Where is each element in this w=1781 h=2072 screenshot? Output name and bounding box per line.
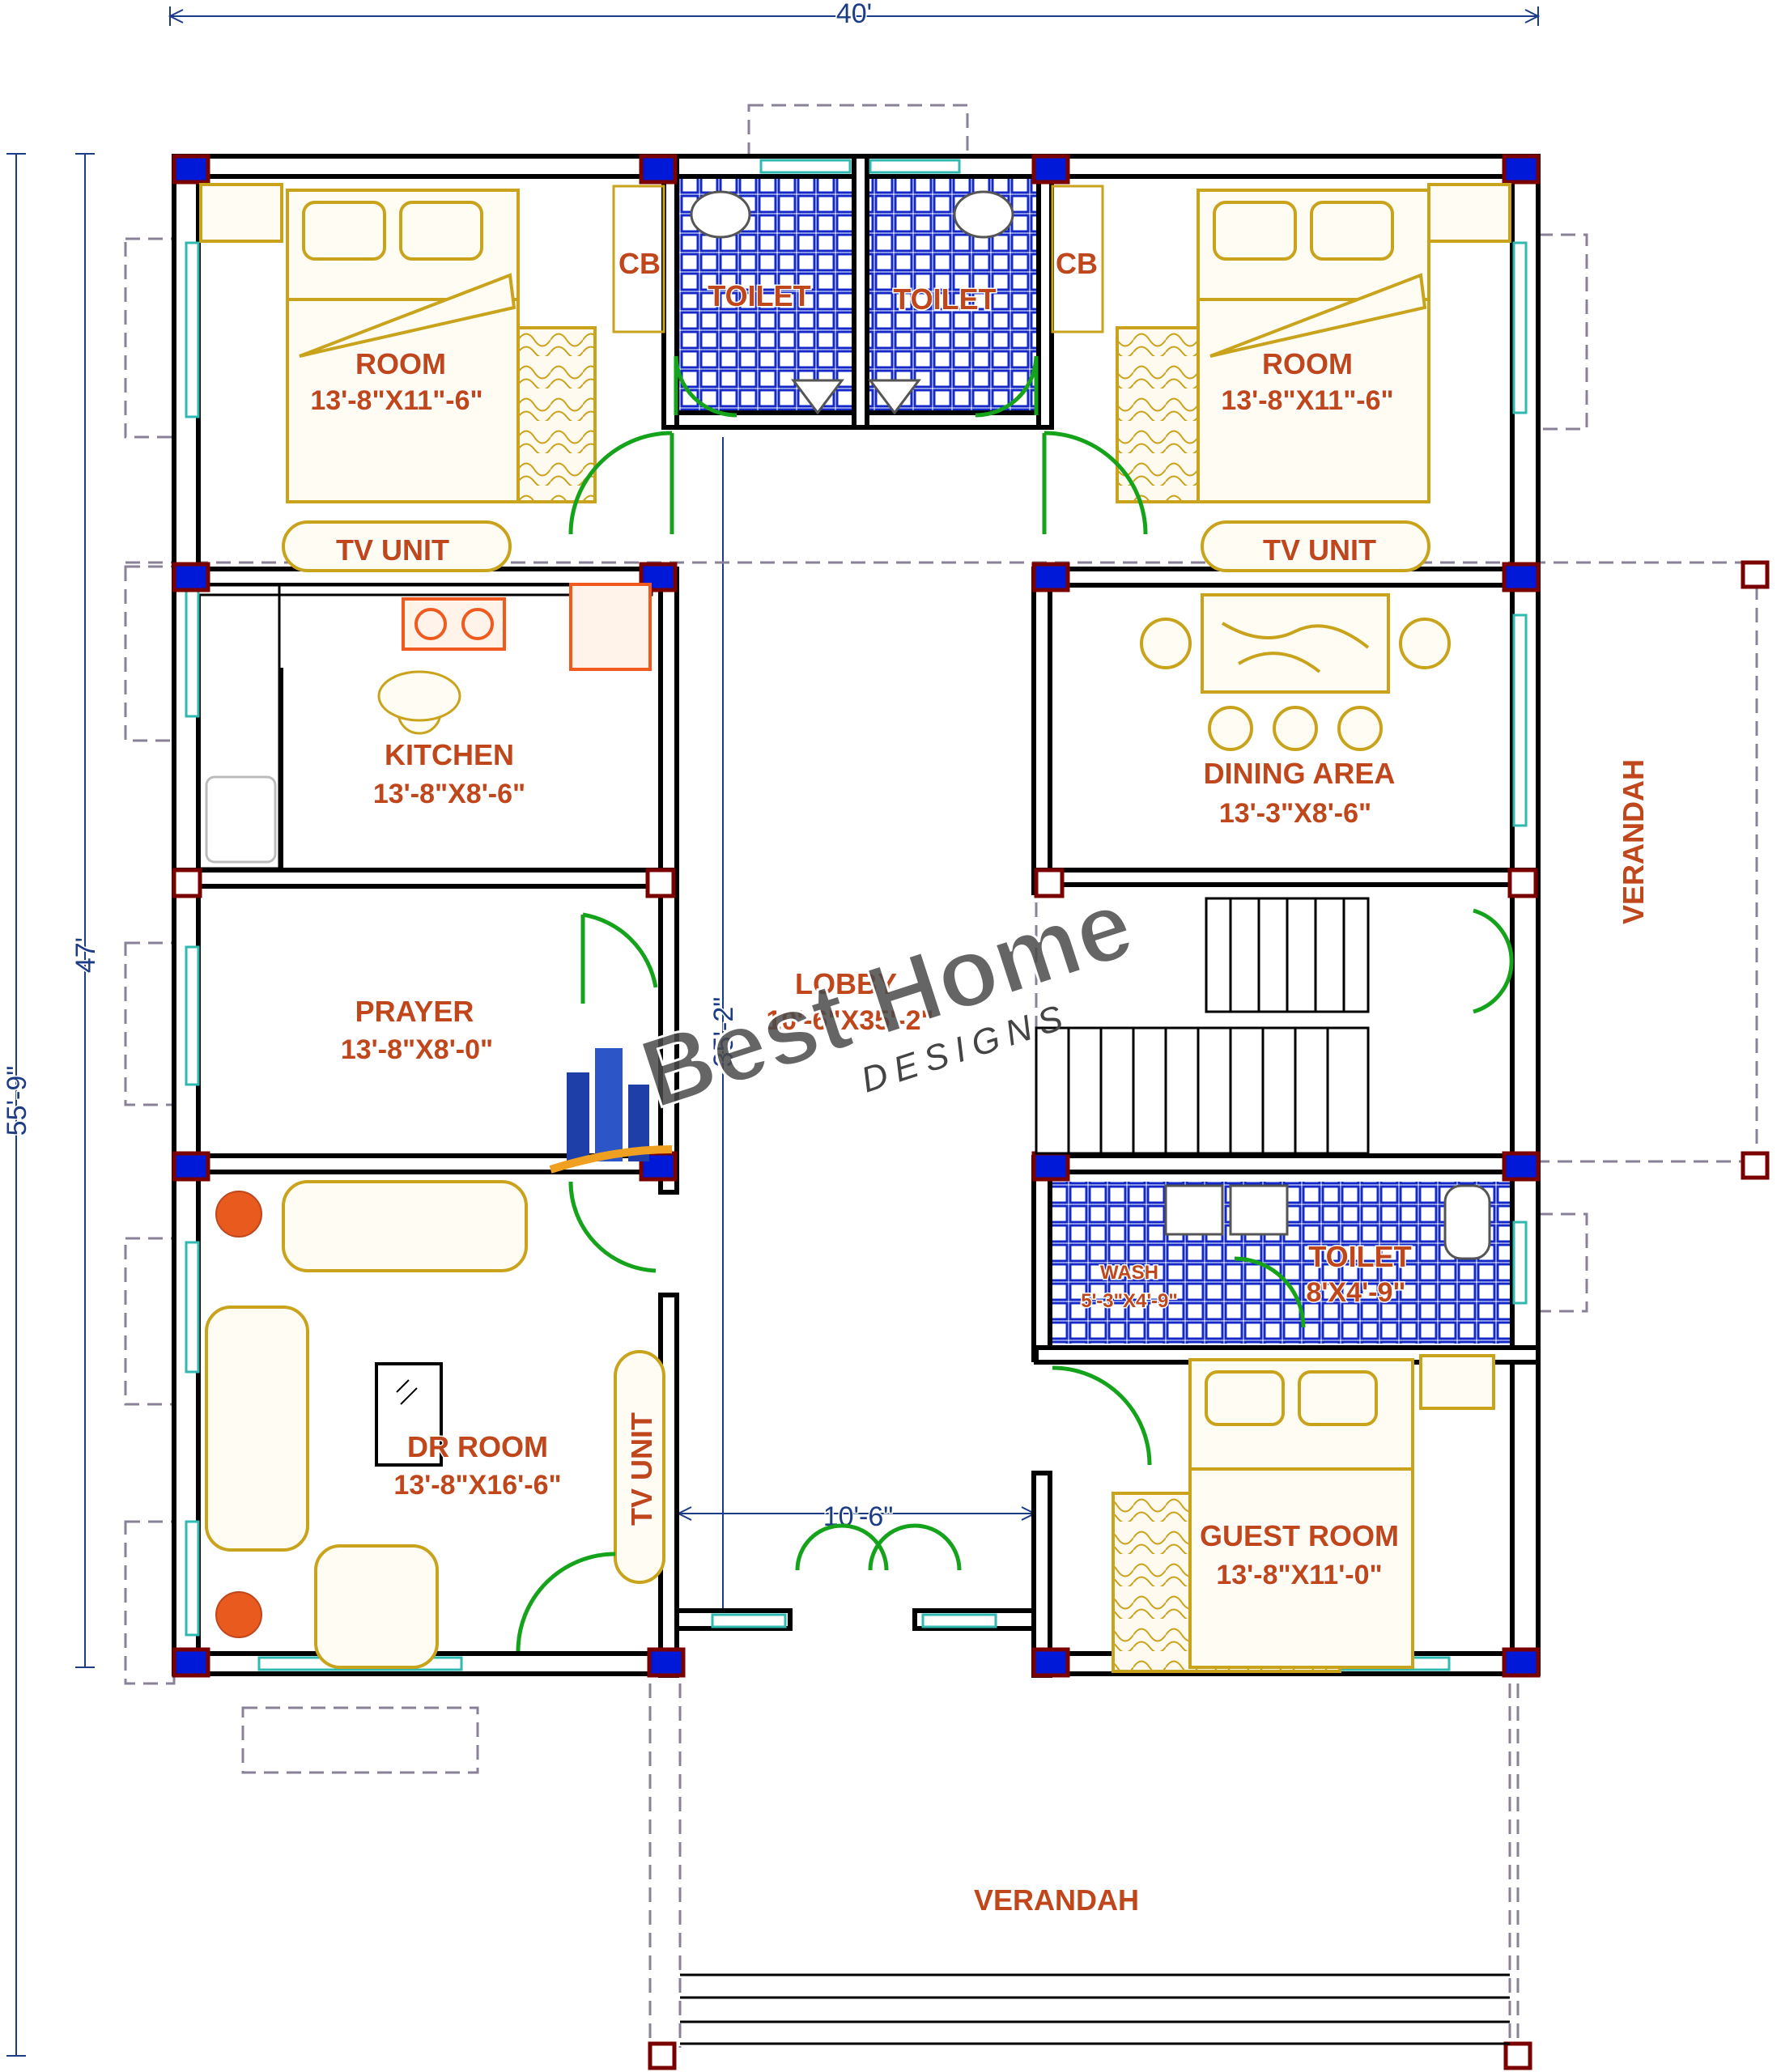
- stove-icon: [402, 583, 652, 671]
- label-lobby-size: 10'-6"X35'-2": [766, 1005, 933, 1036]
- dim-lobby-length: 35'-2": [708, 997, 739, 1068]
- label-kitchen-size: 13'-8"X8'-6": [373, 779, 525, 809]
- label-verandah-front: VERANDAH: [974, 1883, 1139, 1917]
- label-dr-room-size: 13'-8"X16'-6": [393, 1470, 561, 1501]
- label-prayer: PRAYER: [355, 995, 474, 1028]
- verandah-steps: [680, 1973, 1510, 2045]
- dim-width-40: 40': [836, 0, 872, 29]
- center-table-icon: [375, 1362, 443, 1467]
- label-room-right-size: 13'-8"X11"-6": [1221, 385, 1393, 416]
- dim-depth-55-9: 55'-9": [2, 1066, 32, 1136]
- flower-pot-icon: [215, 1191, 262, 1638]
- room-labels: ROOM 13'-8"X11"-6" ROOM 13'-8"X11"-6" TO…: [309, 246, 1651, 1918]
- windows: [185, 159, 1528, 1671]
- label-verandah-side: VERANDAH: [1617, 759, 1650, 924]
- label-wash: WASH: [1100, 1262, 1158, 1284]
- building-logo-icon: [549, 1048, 673, 1174]
- label-guest-room: GUEST ROOM: [1200, 1519, 1399, 1552]
- sink-icon: [205, 775, 277, 864]
- label-dining: DINING AREA: [1204, 757, 1396, 790]
- label-dining-size: 13'-3"X8'-6": [1219, 798, 1371, 829]
- label-room-right: ROOM: [1262, 347, 1353, 380]
- label-room-left: ROOM: [355, 347, 446, 380]
- dimension-lines: [6, 6, 1541, 2057]
- staircase: [1035, 897, 1370, 1155]
- chef-icon: [377, 670, 461, 735]
- label-prayer-size: 13'-8"X8'-0": [341, 1034, 493, 1065]
- bed-left-icon: [199, 183, 597, 572]
- label-cb-right: CB: [1056, 247, 1098, 280]
- dining-table-icon: [1140, 593, 1451, 751]
- bed-guest-icon: [1112, 1354, 1495, 1673]
- label-lobby: LOBBY: [795, 967, 897, 1000]
- label-dr-room: DR ROOM: [407, 1430, 548, 1463]
- bed-right-icon: [1116, 183, 1511, 572]
- tile-floors: [674, 176, 1510, 1344]
- label-toilet-right: TOILET: [893, 282, 996, 316]
- toilet-fixtures-icon: [690, 190, 1491, 1260]
- label-toilet-guest-size: 8'X4'-9": [1306, 1277, 1405, 1308]
- dim-depth-47: 47': [70, 937, 101, 973]
- label-tv-unit-left: TV UNIT: [336, 533, 449, 567]
- label-guest-room-size: 13'-8"X11'-0": [1216, 1560, 1382, 1590]
- label-tv-unit-right: TV UNIT: [1263, 533, 1376, 567]
- label-kitchen: KITCHEN: [385, 738, 514, 771]
- label-toilet-guest: TOILET: [1308, 1240, 1411, 1273]
- label-tv-unit-dr: TV UNIT: [625, 1412, 658, 1526]
- walls: [172, 154, 1541, 1678]
- sofa-set-icon: [205, 1180, 665, 1669]
- label-toilet-left: TOILET: [708, 279, 810, 312]
- cb-cabinets: [612, 185, 1104, 333]
- label-wash-size: 5'-3"X4'-9": [1081, 1290, 1178, 1312]
- doors: [516, 355, 1514, 1652]
- label-room-left-size: 13'-8"X11"-6": [310, 385, 482, 416]
- columns: [172, 154, 1770, 2070]
- label-cb-left: CB: [618, 247, 661, 280]
